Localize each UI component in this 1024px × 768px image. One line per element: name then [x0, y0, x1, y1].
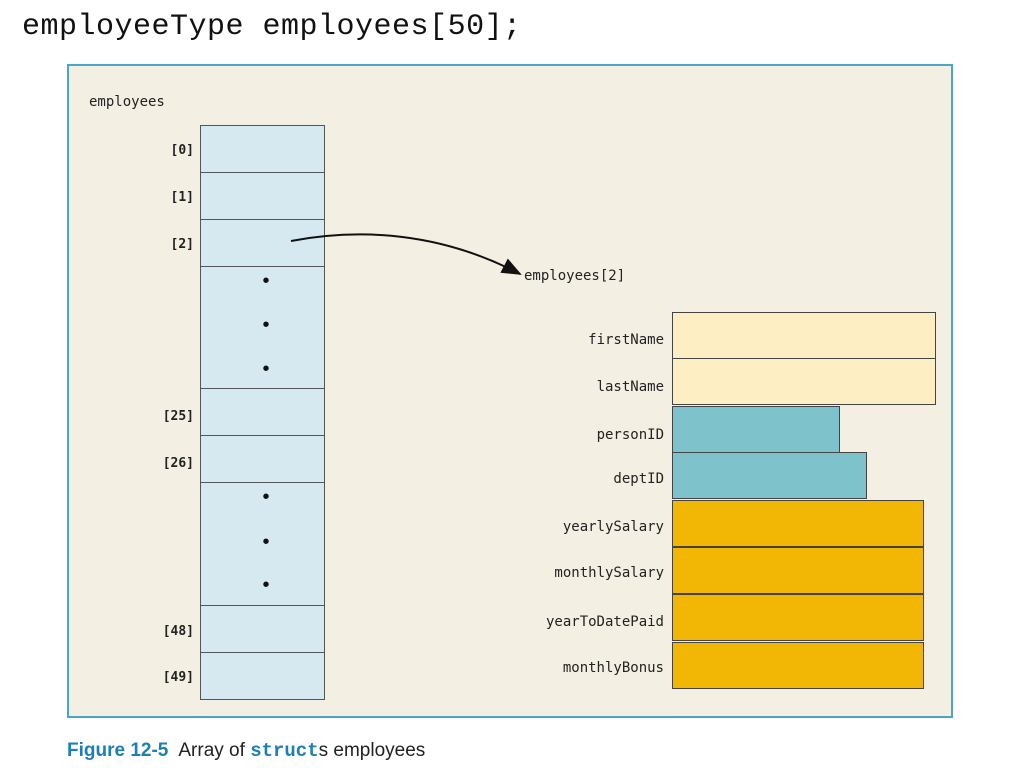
array-cell-48	[200, 605, 325, 653]
field-label-monthlyBonus: monthlyBonus	[562, 660, 664, 676]
ellipsis-dot: •	[260, 575, 273, 598]
field-box-firstName	[672, 312, 936, 359]
field-label-lastName: lastName	[596, 379, 664, 395]
array-cell-26	[200, 435, 325, 483]
array-index-label: [48]	[162, 624, 194, 639]
array-index-label: [26]	[162, 456, 194, 471]
field-label-deptID: deptID	[613, 471, 664, 487]
field-box-yearlySalary	[672, 500, 924, 547]
array-index-label: [0]	[170, 143, 194, 158]
field-box-monthlyBonus	[672, 642, 924, 689]
array-index-label: [49]	[162, 670, 194, 685]
array-ellipsis-block	[200, 266, 325, 389]
array-title: employees	[89, 94, 165, 110]
array-index-label: [2]	[170, 237, 194, 252]
ellipsis-dot: •	[260, 532, 273, 555]
field-box-yearToDatePaid	[672, 594, 924, 641]
array-cell-0	[200, 125, 325, 173]
ellipsis-dot: •	[260, 271, 273, 294]
array-ellipsis-block	[200, 482, 325, 606]
field-label-firstName: firstName	[588, 332, 664, 348]
field-box-deptID	[672, 452, 867, 499]
field-label-yearlySalary: yearlySalary	[562, 519, 664, 535]
caption-code: struct	[250, 740, 319, 762]
ellipsis-dot: •	[260, 359, 273, 382]
field-box-monthlySalary	[672, 547, 924, 594]
field-label-monthlySalary: monthlySalary	[554, 565, 664, 581]
array-index-label: [25]	[162, 409, 194, 424]
figure-panel: employees [0] [1] [2] • • • [25] [26] • …	[67, 64, 953, 718]
struct-title: employees[2]	[524, 268, 626, 284]
figure-caption: Figure 12-5 Array of structs employees	[67, 740, 425, 762]
caption-text-tail: s employees	[318, 740, 426, 761]
array-cell-2	[200, 219, 325, 267]
array-cell-49	[200, 652, 325, 700]
ellipsis-dot: •	[260, 487, 273, 510]
ellipsis-dot: •	[260, 315, 273, 338]
caption-text: Array of	[178, 740, 251, 761]
field-label-yearToDatePaid: yearToDatePaid	[545, 614, 664, 630]
field-box-lastName	[672, 358, 936, 405]
field-label-personID: personID	[596, 427, 664, 443]
caption-figure-number: Figure 12-5	[67, 740, 169, 761]
code-declaration: employeeType employees[50];	[22, 10, 522, 44]
array-index-label: [1]	[170, 190, 194, 205]
